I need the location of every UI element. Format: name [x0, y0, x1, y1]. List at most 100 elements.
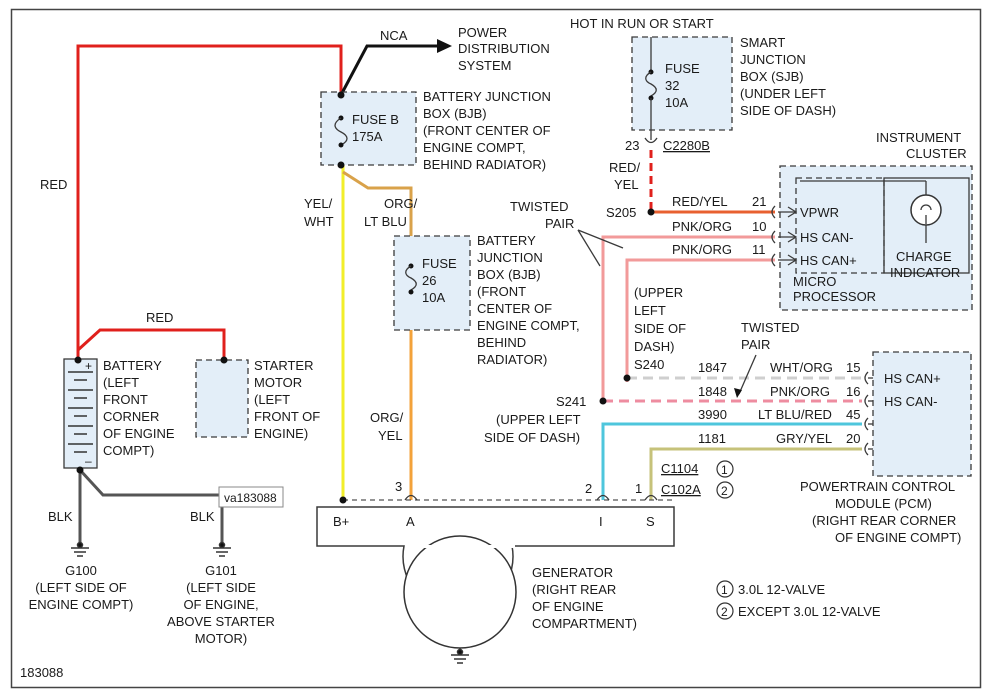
svg-text:CLUSTER: CLUSTER — [906, 146, 967, 161]
wire-pnk-org-1 — [601, 235, 775, 400]
fuse-32-box — [631, 36, 733, 131]
cluster-pins: 21 10 11 VPWR HS CAN- HS CAN+ — [752, 194, 857, 268]
ground-g100-icon — [71, 541, 89, 557]
wire-pnk-org-2 — [625, 258, 775, 382]
splice-s241: S241 — [556, 394, 586, 409]
svg-text:BEHIND: BEHIND — [477, 335, 526, 350]
gen-pin-3: 3 — [395, 479, 402, 494]
label-ltblu-red: LT BLU/RED — [758, 407, 832, 422]
twisted-pair-arrow-2 — [738, 354, 757, 395]
svg-text:CENTER OF: CENTER OF — [477, 301, 552, 316]
svg-text:YEL: YEL — [378, 428, 403, 443]
svg-text:TWISTED: TWISTED — [741, 320, 800, 335]
svg-text:BATTERY: BATTERY — [103, 358, 162, 373]
svg-text:(RIGHT REAR: (RIGHT REAR — [532, 582, 616, 597]
image-tag: va183088 — [224, 491, 277, 505]
svg-text:(LEFT SIDE OF: (LEFT SIDE OF — [35, 580, 127, 595]
svg-text:INSTRUMENT: INSTRUMENT — [876, 130, 961, 145]
battery-minus: – — [85, 454, 92, 468]
svg-text:PAIR: PAIR — [545, 216, 574, 231]
nca-label: NCA — [380, 28, 408, 43]
svg-text:DASH): DASH) — [634, 339, 674, 354]
battery-plus: + — [85, 359, 92, 373]
c2280b-name: C2280B — [663, 138, 710, 153]
pcm-pin-20: 20 — [846, 431, 860, 446]
wire-gry-yel — [649, 447, 862, 500]
cluster-pin-11: 11 — [752, 242, 766, 257]
gen-terminal-bplus: B+ — [333, 514, 349, 529]
svg-text:SIDE OF DASH): SIDE OF DASH) — [740, 103, 836, 118]
pcm-label: POWERTRAIN CONTROL MODULE (PCM) (RIGHT R… — [800, 479, 961, 545]
cluster-signal-hscan-minus: HS CAN- — [800, 230, 853, 245]
splice-s205-dot — [647, 208, 655, 216]
svg-text:OF ENGINE: OF ENGINE — [532, 599, 604, 614]
nca-arrow — [437, 39, 452, 53]
twisted-pair-arrow-1b — [577, 229, 624, 249]
svg-text:(UNDER LEFT: (UNDER LEFT — [740, 86, 826, 101]
wire-nca — [339, 44, 440, 96]
cluster-pin-21: 21 — [752, 194, 766, 209]
label-blk-1: BLK — [48, 509, 73, 524]
svg-text:RED/: RED/ — [609, 160, 640, 175]
svg-text:RADIATOR): RADIATOR) — [477, 352, 547, 367]
hot-label: HOT IN RUN OR START — [570, 16, 714, 31]
twisted-pair-label-1: TWISTED PAIR — [510, 199, 574, 231]
svg-text:(LEFT: (LEFT — [103, 375, 139, 390]
legend-n1: 1 — [721, 583, 728, 597]
label-yel-wht: YEL/ WHT — [304, 196, 334, 229]
fuse-b-symbol — [334, 117, 348, 146]
svg-text:OF ENGINE COMPT): OF ENGINE COMPT) — [835, 530, 961, 545]
svg-text:SYSTEM: SYSTEM — [458, 58, 511, 73]
svg-text:(UPPER LEFT: (UPPER LEFT — [496, 412, 581, 427]
svg-text:PAIR: PAIR — [741, 337, 770, 352]
fuse-32-rating: 10A — [665, 95, 688, 110]
instrument-cluster-title: INSTRUMENT CLUSTER — [876, 130, 967, 161]
label-org-yel: ORG/ YEL — [370, 410, 404, 443]
pds-label: POWER DISTRIBUTION SYSTEM — [458, 25, 550, 73]
circuit-1181: 1181 — [698, 431, 726, 446]
svg-text:LEFT: LEFT — [634, 303, 666, 318]
instrument-cluster-box — [779, 165, 973, 311]
cluster-signal-vpwr: VPWR — [800, 205, 839, 220]
svg-text:ENGINE COMPT): ENGINE COMPT) — [29, 597, 134, 612]
splice-s240-dot — [623, 374, 631, 382]
fuse-26-label: BATTERY JUNCTION BOX (BJB) (FRONT CENTER… — [477, 233, 580, 367]
splice-s241-dot — [599, 397, 607, 405]
svg-text:BATTERY JUNCTION: BATTERY JUNCTION — [423, 89, 551, 104]
svg-text:SIDE OF DASH): SIDE OF DASH) — [484, 430, 580, 445]
c2280b-pin: 23 — [625, 138, 639, 153]
label-blk-2: BLK — [190, 509, 215, 524]
gen-pin-2: 2 — [585, 481, 592, 496]
svg-text:WHT: WHT — [304, 214, 334, 229]
svg-text:FRONT OF: FRONT OF — [254, 409, 320, 424]
splice-s241-location: (UPPER LEFT SIDE OF DASH) — [484, 412, 581, 445]
svg-text:CORNER: CORNER — [103, 409, 159, 424]
battery-label: BATTERY (LEFT FRONT CORNER OF ENGINE COM… — [103, 358, 175, 458]
legend-l1: 3.0L 12-VALVE — [738, 582, 826, 597]
svg-text:TWISTED: TWISTED — [510, 199, 569, 214]
legend-n2: 2 — [721, 605, 728, 619]
svg-text:BOX (BJB): BOX (BJB) — [423, 106, 487, 121]
svg-text:COMPARTMENT): COMPARTMENT) — [532, 616, 637, 631]
fuse-32-number: 32 — [665, 78, 679, 93]
svg-text:(RIGHT REAR CORNER: (RIGHT REAR CORNER — [812, 513, 956, 528]
pcm-signal-hscan-minus: HS CAN- — [884, 394, 937, 409]
svg-text:(FRONT CENTER OF: (FRONT CENTER OF — [423, 123, 551, 138]
svg-text:BATTERY: BATTERY — [477, 233, 536, 248]
legend: 1 3.0L 12-VALVE 2 EXCEPT 3.0L 12-VALVE — [716, 580, 881, 620]
diagram-id: 183088 — [20, 665, 63, 680]
diagram-frame — [10, 8, 982, 689]
starter-label: STARTER MOTOR (LEFT FRONT OF ENGINE) — [254, 358, 320, 441]
wire-red-starter — [76, 328, 226, 360]
image-tag-box — [218, 486, 284, 508]
label-red-yel-v: RED/ YEL — [609, 160, 640, 192]
connector-c1104: C1104 — [661, 461, 698, 476]
svg-text:POWERTRAIN CONTROL: POWERTRAIN CONTROL — [800, 479, 955, 494]
svg-text:BOX (BJB): BOX (BJB) — [477, 267, 541, 282]
svg-text:(LEFT: (LEFT — [254, 392, 290, 407]
svg-text:ENGINE COMPT,: ENGINE COMPT, — [423, 140, 526, 155]
fuse-b-label: BATTERY JUNCTION BOX (BJB) (FRONT CENTER… — [423, 89, 551, 172]
generator-label: GENERATOR (RIGHT REAR OF ENGINE COMPARTM… — [532, 565, 637, 631]
battery-cells — [68, 371, 93, 453]
